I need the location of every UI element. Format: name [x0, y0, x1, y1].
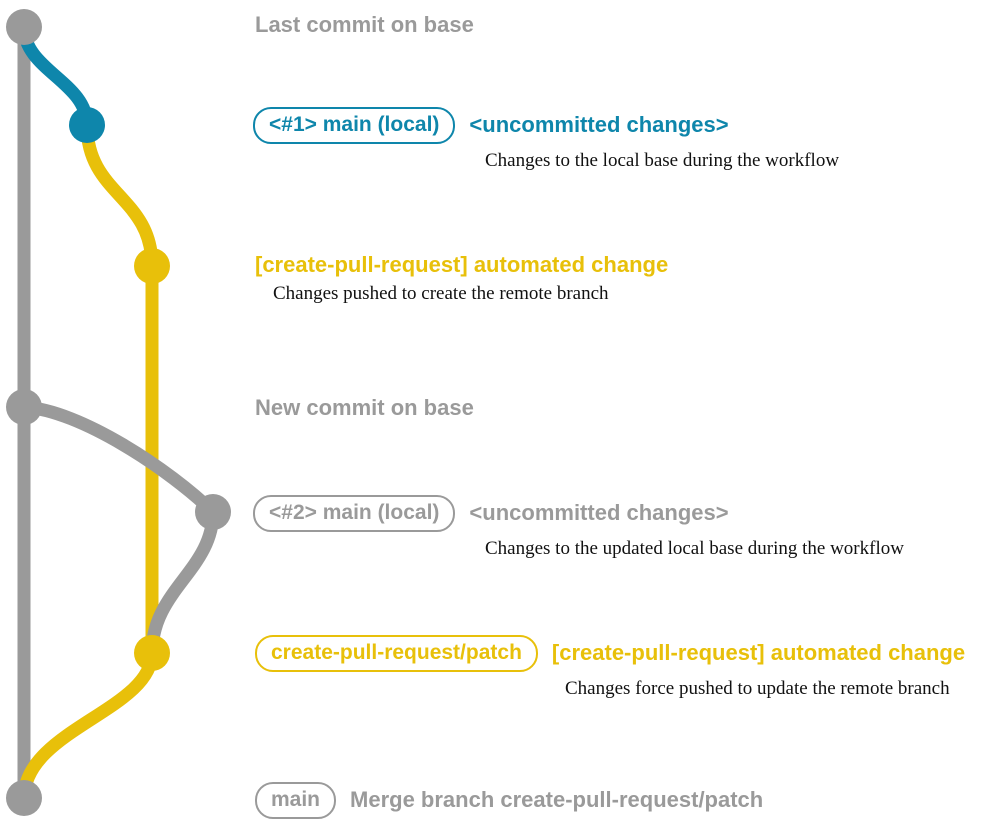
edge-new-base-to-local-main-2	[17, 400, 220, 519]
commit-node-merge-main[interactable]	[6, 780, 42, 816]
commit-subject-last-commit-on-base: Last commit on base	[255, 12, 474, 37]
branch-badge-create-pull-request-patch[interactable]: create-pull-request/patch	[255, 635, 538, 673]
commit-subject-automated-change-1: [create-pull-request] automated change	[255, 252, 669, 277]
commit-row-local-main-2: <#2> main (local) <uncommitted changes> …	[253, 495, 904, 560]
edge-automated-change-2-to-merge	[17, 646, 159, 805]
commit-nodes	[6, 9, 231, 816]
edge-local-main-2-to-automated-change-2	[145, 505, 220, 660]
branch-badge-main[interactable]: main	[255, 782, 337, 820]
commit-row-local-main-1: <#1> main (local) <uncommitted changes> …	[253, 107, 839, 172]
commit-subject-local-main-2: <uncommitted changes>	[469, 500, 729, 526]
commit-row-new-commit-on-base: New commit on base	[255, 395, 474, 420]
commit-subject-merge-main: Merge branch create-pull-request/patch	[350, 787, 764, 813]
commit-subject-automated-change-2: [create-pull-request] automated change	[551, 640, 966, 666]
edge-local-main-1-to-automated-change-1	[80, 118, 159, 273]
commit-node-automated-change-2[interactable]	[134, 635, 170, 671]
commit-subject-local-main-1: <uncommitted changes>	[469, 112, 729, 138]
branch-badge-local-main-2[interactable]: <#2> main (local)	[253, 495, 456, 533]
commit-row-automated-change-2: create-pull-request/patch [create-pull-r…	[255, 635, 965, 700]
commit-row-automated-change-1: [create-pull-request] automated change C…	[255, 252, 669, 305]
commit-row-merge-main: main Merge branch create-pull-request/pa…	[255, 782, 764, 820]
commit-node-local-main-1[interactable]	[69, 107, 105, 143]
commit-row-last-commit-on-base: Last commit on base	[255, 12, 474, 37]
commit-node-last-commit-on-base[interactable]	[6, 9, 42, 45]
commit-subject-new-commit-on-base: New commit on base	[255, 395, 474, 420]
commit-node-automated-change-1[interactable]	[134, 248, 170, 284]
commit-node-local-main-2[interactable]	[195, 494, 231, 530]
branch-badge-local-main-1[interactable]: <#1> main (local)	[253, 107, 456, 145]
commit-node-new-commit-on-base[interactable]	[6, 389, 42, 425]
commit-note-local-main-1: Changes to the local base during the wor…	[485, 150, 840, 172]
commit-note-local-main-2: Changes to the updated local base during…	[485, 538, 904, 560]
commit-note-automated-change-2: Changes force pushed to update the remot…	[565, 678, 950, 700]
commit-note-automated-change-1: Changes pushed to create the remote bran…	[273, 283, 609, 305]
